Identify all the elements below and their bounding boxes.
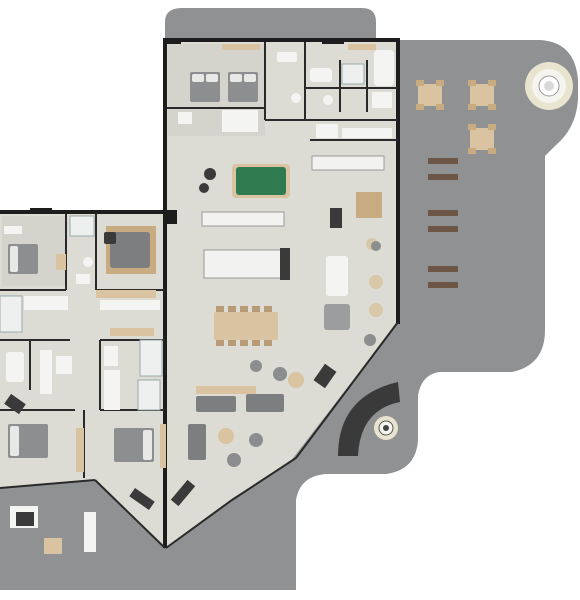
outdoor-dining-set: [416, 80, 444, 110]
lounge: [170, 360, 337, 507]
bed: [228, 72, 258, 102]
bed: [114, 428, 154, 462]
east-terrace: [416, 80, 496, 288]
top-bedroom-suite: [178, 44, 394, 138]
lower-left-bedroom: [4, 350, 96, 554]
bed: [8, 424, 48, 458]
bed: [8, 244, 38, 274]
hot-tub: [525, 62, 573, 110]
walls: [0, 38, 400, 549]
dining-area: [110, 304, 350, 346]
bed: [190, 72, 220, 102]
lower-right-bedroom: [104, 339, 166, 510]
outdoor-dining-set: [468, 124, 496, 154]
outdoor-dining-set: [468, 80, 496, 110]
kitchen: [203, 238, 383, 346]
sun-lounger: [428, 158, 458, 288]
left-bedroom-suite: [0, 215, 160, 333]
south-terrace: [338, 382, 400, 456]
billiard-table: [236, 167, 286, 195]
game-area: [199, 155, 385, 228]
